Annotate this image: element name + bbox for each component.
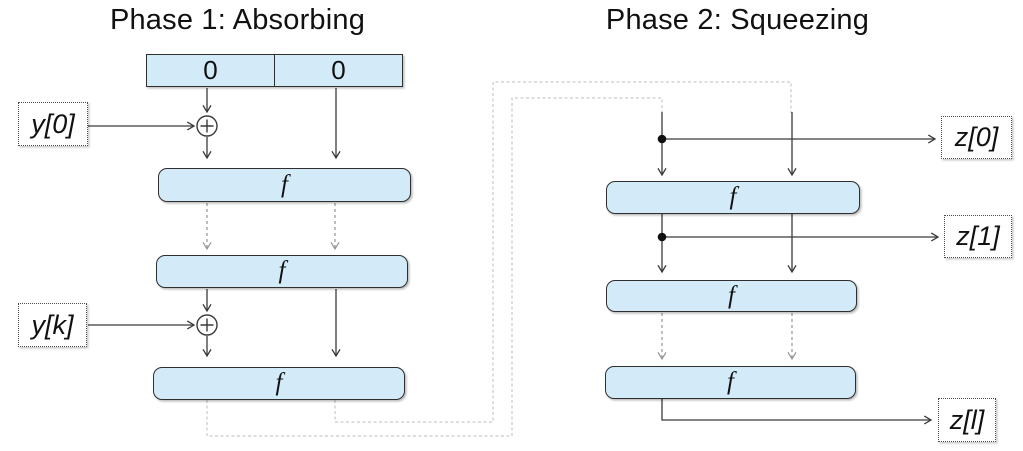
xor-icon	[196, 115, 218, 137]
f-box-absorb-1: f	[158, 168, 411, 202]
f-label: f	[728, 281, 735, 309]
arrow-squeeze-f3-to-zl	[661, 399, 931, 420]
output-box-zl: z[l]	[938, 398, 996, 442]
f-label: f	[275, 369, 283, 396]
io-label: z[0]	[954, 122, 999, 152]
f-label: f	[281, 170, 288, 198]
feedback-path-right-column	[334, 81, 792, 423]
f-box-squeeze-3: f	[605, 366, 856, 399]
f-box-squeeze-2: f	[606, 280, 857, 312]
branch-dot-icon	[657, 134, 667, 144]
f-box-squeeze-1: f	[606, 181, 860, 214]
f-label: f	[727, 368, 734, 395]
output-box-z1: z[1]	[944, 215, 1012, 258]
io-label: z[1]	[956, 221, 1000, 251]
phase2-title: Phase 2: Squeezing	[605, 4, 870, 36]
output-box-z0: z[0]	[941, 116, 1012, 159]
branch-dot-icon	[657, 232, 667, 242]
io-label: z[l]	[949, 404, 985, 435]
f-label: f	[278, 257, 286, 284]
state-register: 0 0	[146, 54, 403, 87]
f-box-absorb-2: f	[156, 255, 408, 288]
state-cell: 0	[147, 55, 275, 86]
input-box-yk: y[k]	[18, 303, 87, 347]
io-label: y[k]	[31, 309, 74, 340]
io-label: y[0]	[31, 108, 75, 139]
input-box-y0: y[0]	[18, 102, 88, 146]
f-label: f	[729, 183, 737, 210]
f-box-absorb-3: f	[153, 367, 405, 400]
state-cell: 0	[331, 55, 346, 85]
feedback-path-left-column	[206, 97, 663, 437]
xor-icon	[196, 314, 218, 336]
phase1-title: Phase 1: Absorbing	[109, 4, 366, 36]
